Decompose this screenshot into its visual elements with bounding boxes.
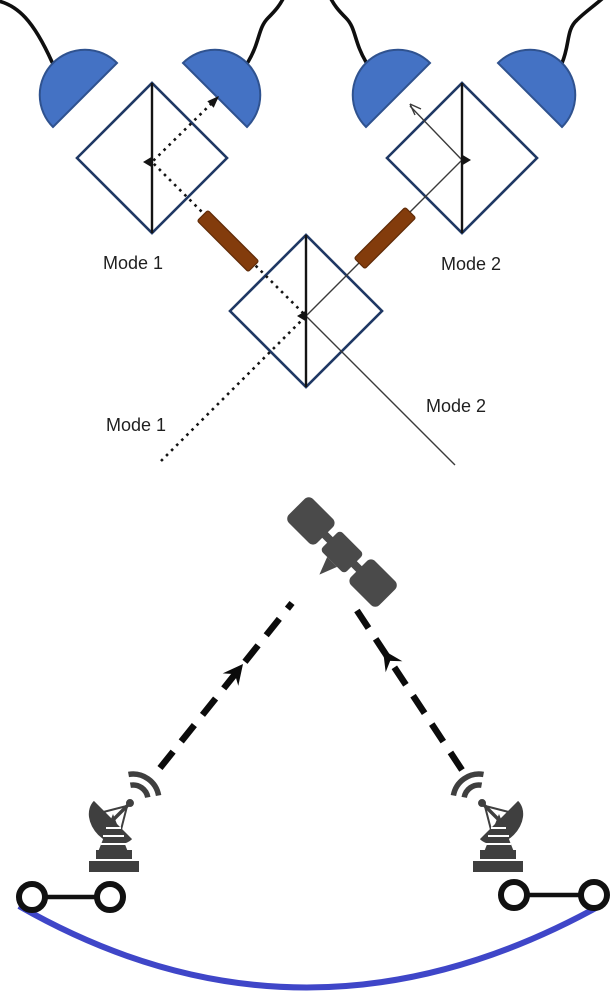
arrowhead-icon-central-splitter (297, 310, 307, 322)
entangled-pair-icon-right (498, 879, 610, 911)
arrowhead-icon-left-splitter (143, 156, 153, 168)
uplink-arrow-icon-left (222, 664, 243, 686)
dish-strut (119, 805, 129, 831)
station-base-lower (473, 861, 523, 872)
wire-icon (560, 0, 604, 65)
filter-bar-icon-right (354, 207, 416, 269)
dish-feed-knob (478, 799, 487, 808)
antenna-tower (98, 814, 128, 852)
pair-particle (94, 881, 126, 913)
station-base-lower (89, 861, 139, 872)
signal-waves-icon (450, 771, 484, 799)
signal-arc (128, 771, 162, 797)
station-base-upper (480, 850, 516, 859)
ground-station-icon-left (88, 771, 162, 872)
label-mode1-input: Mode 1 (106, 415, 167, 435)
detector-icon-4 (496, 48, 577, 129)
arrowhead-icon-right-splitter (461, 154, 471, 166)
detector-wires (0, 0, 604, 65)
station-base-upper (96, 850, 132, 859)
pair-particle (16, 881, 48, 913)
uplink-dashed-left (157, 600, 295, 771)
filter-bar-icon-left (197, 210, 259, 272)
beam-arrowheads (143, 96, 471, 322)
signal-arc (461, 782, 483, 799)
dish-strut (483, 805, 493, 831)
wire-icon (329, 0, 368, 64)
detector-icon-1 (38, 48, 119, 129)
satellite-icon (287, 497, 397, 607)
uplink-arrow-icon-right (383, 650, 403, 673)
filters (197, 207, 416, 272)
satellite-horn (319, 556, 338, 575)
dish-strut (102, 804, 128, 814)
detectors (38, 48, 577, 129)
pair-particle (498, 879, 530, 911)
mode1-beam-dotted (150, 97, 308, 462)
label-mode2-input: Mode 2 (426, 396, 487, 416)
pair-particle (578, 879, 610, 911)
label-mode1-arm: Mode 1 (103, 253, 164, 273)
wire-icon (0, 0, 54, 64)
uplink-arrows (222, 650, 403, 686)
thin-arrowhead-icon (409, 103, 422, 116)
label-mode2-arm: Mode 2 (441, 254, 502, 274)
satellite-body (321, 531, 363, 573)
signal-arc (450, 771, 484, 797)
ground-station-icon-right (450, 771, 524, 872)
uplinks (157, 600, 465, 772)
entanglement-curve (17, 901, 605, 991)
signal-waves-icon (128, 771, 162, 799)
uplink-dashed-right (349, 601, 465, 772)
dish-strut (484, 804, 510, 814)
arrowhead-icon-dotted-to-detector (207, 96, 219, 108)
wire-icon (246, 0, 285, 64)
dish-feed-knob (125, 799, 134, 808)
detector-icon-3 (351, 48, 432, 129)
signal-arc (129, 782, 151, 799)
antenna-tower (484, 814, 514, 852)
detector-icon-2 (181, 48, 262, 129)
entangled-pair-icon-left (16, 881, 126, 913)
